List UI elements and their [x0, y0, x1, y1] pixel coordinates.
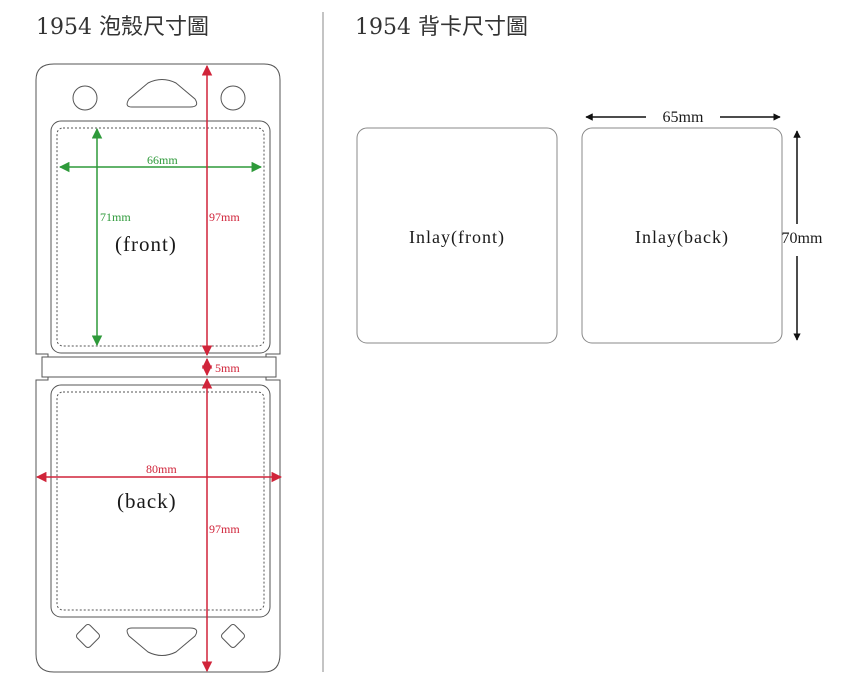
front-cavity-outer: [50, 120, 271, 354]
hang-hole-right: [220, 85, 246, 111]
inlay-front-label: Inlay(front): [409, 227, 505, 248]
blister-front-outline: [35, 63, 281, 358]
inlay-front-card: [356, 127, 558, 344]
back-cavity-inner: [56, 391, 265, 611]
inlay-back-card: [581, 127, 783, 344]
back-cavity-outer: [50, 384, 271, 618]
blister-back-outline: [35, 376, 281, 673]
front-cavity-inner: [56, 127, 265, 347]
hinge-label: 5mm: [215, 361, 240, 375]
back-total-height-label: 97mm: [209, 522, 240, 536]
diamond-hole-left: [76, 624, 100, 648]
euro-hang-slot-bottom: [126, 627, 198, 656]
diamond-hole-right: [221, 624, 245, 648]
inlay-title: 1954 背卡尺寸圖: [355, 15, 528, 40]
total-width-label: 80mm: [146, 462, 177, 476]
back-label: (back): [117, 489, 177, 513]
hang-hole-left: [72, 85, 98, 111]
inlay-height-label: 70mm: [782, 230, 823, 247]
inlay-back-label: Inlay(back): [635, 227, 729, 248]
front-total-height-label: 97mm: [209, 210, 240, 224]
inlay-width-label: 65mm: [663, 109, 704, 126]
front-height-label: 71mm: [100, 210, 131, 224]
hinge-strip: [41, 356, 277, 378]
euro-hang-slot-top: [126, 79, 198, 108]
front-label: (front): [115, 232, 177, 256]
front-width-label: 66mm: [147, 153, 178, 167]
blister-title: 1954 泡殼尺寸圖: [36, 15, 209, 40]
